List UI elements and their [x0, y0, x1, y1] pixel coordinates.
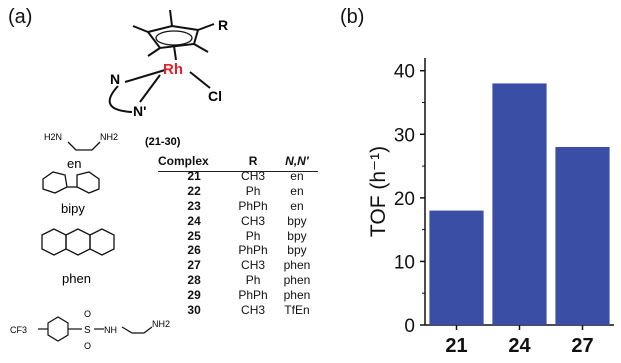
n-label: N — [110, 71, 120, 87]
tfen-o2: O — [84, 341, 91, 351]
tfen-ligand-structure: CF3 S O O NH NH2 — [10, 309, 170, 351]
table-row: 22 Ph en — [158, 184, 318, 199]
r-substituent-label: R — [218, 17, 228, 33]
cell-r: CH3 — [241, 213, 266, 228]
tfen-cf3: CF3 — [10, 325, 27, 335]
en-ligand-structure: H2N NH2 en — [44, 132, 118, 171]
x-tick-label: 24 — [508, 335, 531, 357]
bar-24 — [492, 83, 547, 325]
bipy-ligand-structure: bipy — [42, 171, 100, 216]
table-row: 27 CH3 phen — [158, 258, 318, 273]
cell-complex: 30 — [187, 302, 201, 317]
cell-complex: 21 — [187, 169, 201, 184]
en-nh2-label: NH2 — [100, 132, 118, 142]
phen-name: phen — [62, 271, 91, 286]
table-header-row: Complex R N,N′ — [158, 152, 318, 169]
cell-nn: phen — [283, 287, 311, 302]
cell-complex: 28 — [187, 272, 201, 287]
cell-nn: en — [290, 169, 304, 184]
en-h2n-label: H2N — [44, 132, 62, 142]
table-row: 24 CH3 bpy — [158, 213, 318, 228]
y-tick-label: 20 — [394, 189, 415, 210]
table-row: 30 CH3 TfEn — [158, 302, 318, 317]
tfen-nh: NH — [104, 325, 117, 335]
y-tick-label: 0 — [404, 316, 415, 337]
cell-complex: 25 — [187, 228, 201, 243]
tfen-o1: O — [84, 309, 91, 319]
y-tick-label: 10 — [394, 252, 415, 273]
cell-nn: bpy — [287, 243, 307, 258]
x-tick-label: 27 — [571, 335, 593, 357]
cell-r: CH3 — [241, 169, 266, 184]
y-tick-label: 30 — [394, 125, 415, 146]
rh-complex-structure: R Rh N Cl N' (21-30) — [108, 9, 228, 148]
cell-r: PhPh — [238, 243, 268, 258]
cell-nn: TfEn — [284, 302, 310, 317]
table-row: 21 CH3 en — [158, 169, 318, 184]
rh-label: Rh — [163, 61, 183, 78]
cell-r: CH3 — [241, 258, 266, 273]
complex-ids-label: (21-30) — [145, 136, 181, 148]
y-tick-label: 40 — [394, 62, 415, 83]
cell-nn: phen — [283, 258, 311, 273]
cell-nn: en — [290, 184, 304, 199]
cell-r: CH3 — [241, 302, 266, 317]
y-axis-label: TOF (h⁻¹) — [367, 146, 390, 237]
bipy-name: bipy — [61, 201, 85, 216]
cell-r: Ph — [245, 184, 261, 199]
table-row: 26 PhPh bpy — [158, 243, 318, 258]
cell-nn: bpy — [287, 228, 307, 243]
cell-complex: 29 — [187, 287, 201, 302]
cell-r: PhPh — [238, 198, 268, 213]
cell-r: Ph — [245, 228, 261, 243]
table-row: 23 PhPh en — [158, 199, 318, 214]
phen-ligand-structure: phen — [41, 228, 115, 286]
table-row: 28 Ph phen — [158, 273, 318, 288]
cell-complex: 27 — [187, 258, 201, 273]
tfen-s: S — [84, 325, 91, 336]
cl-label: Cl — [208, 88, 222, 104]
cell-r: Ph — [245, 272, 261, 287]
table-row: 25 Ph bpy — [158, 228, 318, 243]
cell-r: PhPh — [238, 287, 268, 302]
header-r: R — [248, 153, 258, 168]
x-tick-label: 21 — [445, 335, 467, 357]
cell-complex: 23 — [187, 198, 201, 213]
header-nn: N,N′ — [285, 153, 309, 168]
cell-nn: en — [290, 198, 304, 213]
en-name: en — [67, 156, 81, 171]
cell-complex: 26 — [187, 243, 201, 258]
cell-complex: 22 — [187, 184, 201, 199]
header-complex: Complex — [158, 153, 209, 168]
table-top-rule — [158, 171, 318, 172]
bar-21 — [429, 210, 484, 325]
panel-a-label: (a) — [8, 6, 33, 28]
cell-nn: phen — [283, 272, 311, 287]
panel-b-label: (b) — [340, 6, 365, 28]
cell-nn: bpy — [287, 213, 307, 228]
n-prime-label: N' — [133, 103, 146, 119]
cell-complex: 24 — [187, 213, 201, 228]
table-row: 29 PhPh phen — [158, 287, 318, 302]
tfen-nh2: NH2 — [152, 319, 170, 329]
bar-27 — [555, 147, 610, 325]
